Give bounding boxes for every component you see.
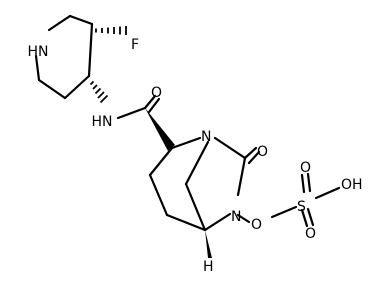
bond-amide-n-c xyxy=(116,106,147,120)
piperidine-ring xyxy=(34,14,94,100)
bond-c5-c6 xyxy=(37,78,67,100)
bond-c4b-c5b xyxy=(165,213,207,232)
wedge-c3-f xyxy=(95,26,127,35)
bond-c3-c4 xyxy=(87,22,94,78)
atom-label-bridge-n1: N xyxy=(201,129,211,145)
bond-s-oh xyxy=(314,186,341,200)
bond-s-o-bottom-2 xyxy=(306,207,315,227)
atom-label-amide-o: O xyxy=(151,85,162,101)
atom-label-fluorine: F xyxy=(131,37,139,53)
bond-c3b-c4b xyxy=(148,173,169,217)
bond-s-o-top-2 xyxy=(306,172,312,193)
bond-c2-n1 xyxy=(170,136,202,150)
bond-s-o-top-1 xyxy=(300,173,306,194)
bond-c7-o-2 xyxy=(247,150,261,165)
atom-label-s-oh: OH xyxy=(341,177,363,193)
bond-amide-c-o-1 xyxy=(143,94,157,110)
wedge-amide-c2 xyxy=(145,108,175,151)
atom-label-s-o-bottom: O xyxy=(305,226,316,242)
bond-n1-c7 xyxy=(213,136,247,160)
bond-c5b-n6 xyxy=(203,212,232,232)
atom-label-bridgehead-h: H xyxy=(203,259,214,275)
atom-label-pip-n: N xyxy=(38,44,48,60)
bond-c7-o-1 xyxy=(243,146,258,160)
atom-label-urea-o: O xyxy=(257,144,268,160)
bond-c6-nh xyxy=(34,54,41,82)
wedge-c5-h xyxy=(205,230,212,258)
bond-c2-c3 xyxy=(68,14,94,26)
bond-s-o-bottom-1 xyxy=(300,208,309,228)
bond-c7-n6 xyxy=(236,156,247,197)
bond-ch2-c5b xyxy=(184,182,207,232)
wedge-c4-nh xyxy=(89,80,109,104)
bond-amide-c-o-2 xyxy=(147,97,161,114)
atom-label-pip-h: H xyxy=(27,44,38,60)
atom-label-s-o-top: O xyxy=(300,160,311,176)
atom-label-bridge-n2: N xyxy=(231,209,241,225)
atom-label-amide-n: N xyxy=(102,114,112,130)
bond-n1-ch2 xyxy=(184,140,210,186)
bicyclic-core xyxy=(148,136,261,232)
atom-label-amide-h: H xyxy=(91,114,102,130)
bond-n6-o xyxy=(236,213,251,224)
bond-c4-c5 xyxy=(63,74,91,100)
bond-nh-c2 xyxy=(47,14,72,32)
bond-o-s xyxy=(270,205,298,219)
atom-label-sulfur: S xyxy=(297,199,306,215)
atom-label-n-oxy-o: O xyxy=(251,217,262,233)
bond-c2-c3b xyxy=(148,146,174,177)
